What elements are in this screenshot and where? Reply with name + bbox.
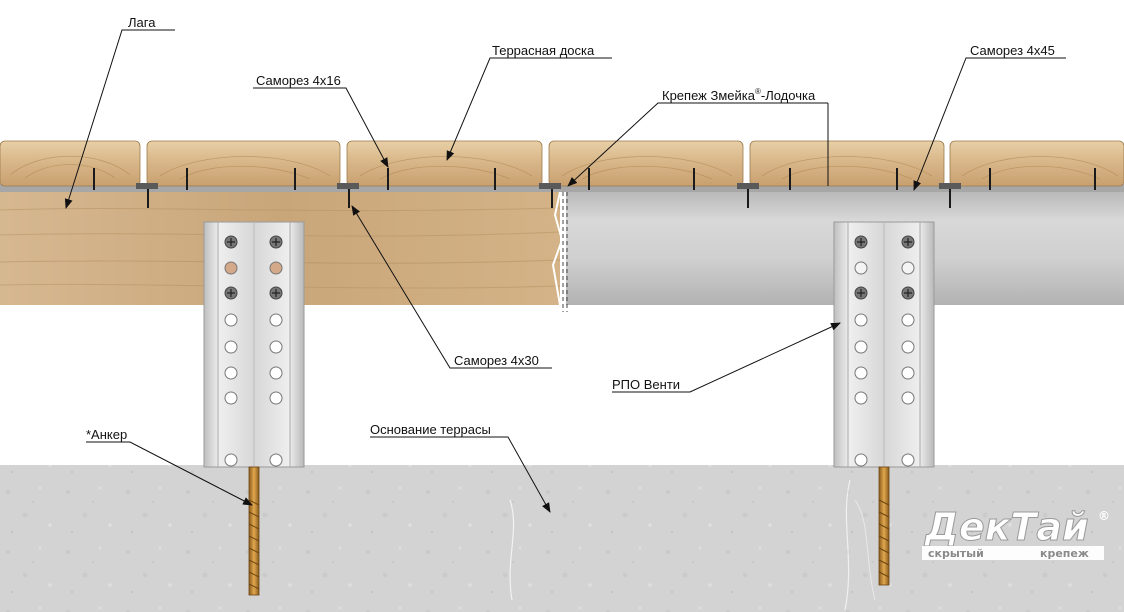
board-5 — [749, 140, 945, 187]
leader-lines — [64, 29, 1066, 513]
label-rpo-venti: РПО Венти — [612, 377, 680, 392]
anchor-left — [248, 466, 260, 596]
brand-tagline-right: крепеж — [1040, 547, 1089, 560]
label-clip-reg: ® — [755, 87, 761, 96]
screws — [93, 168, 1096, 208]
label-laga: Лага — [128, 15, 156, 30]
brand-reg: ® — [1098, 509, 1110, 523]
label-anchor: *Анкер — [86, 427, 127, 442]
label-terrace-base: Основание террасы — [370, 422, 491, 437]
label-screw-4x30: Саморез 4х30 — [454, 353, 539, 368]
rpo-post-left — [203, 221, 305, 468]
board-1 — [0, 140, 141, 187]
terrace-boards — [0, 140, 1124, 187]
board-6 — [949, 140, 1124, 187]
label-clip-prefix: Крепеж Змейка — [662, 88, 756, 103]
clip-strip — [0, 184, 1124, 192]
board-3 — [346, 140, 543, 187]
clips — [136, 183, 961, 189]
board-2 — [146, 140, 341, 187]
board-4 — [548, 140, 744, 187]
terrace-base — [0, 465, 1124, 612]
label-terrace-board: Террасная доска — [492, 43, 595, 58]
brand-name: ДекТай — [924, 505, 1089, 549]
rpo-post-right — [833, 221, 935, 468]
post-holes — [224, 235, 915, 467]
label-screw-4x45: Саморез 4х45 — [970, 43, 1055, 58]
anchor-right — [878, 466, 890, 586]
label-clip: Крепеж Змейка®-Лодочка — [662, 87, 816, 103]
label-clip-suffix: -Лодочка — [761, 88, 816, 103]
label-screw-4x16: Саморез 4х16 — [256, 73, 341, 88]
brand-logo: ДекТай ® скрытый крепеж — [922, 505, 1110, 560]
brand-tagline-left: скрытый — [928, 547, 984, 560]
